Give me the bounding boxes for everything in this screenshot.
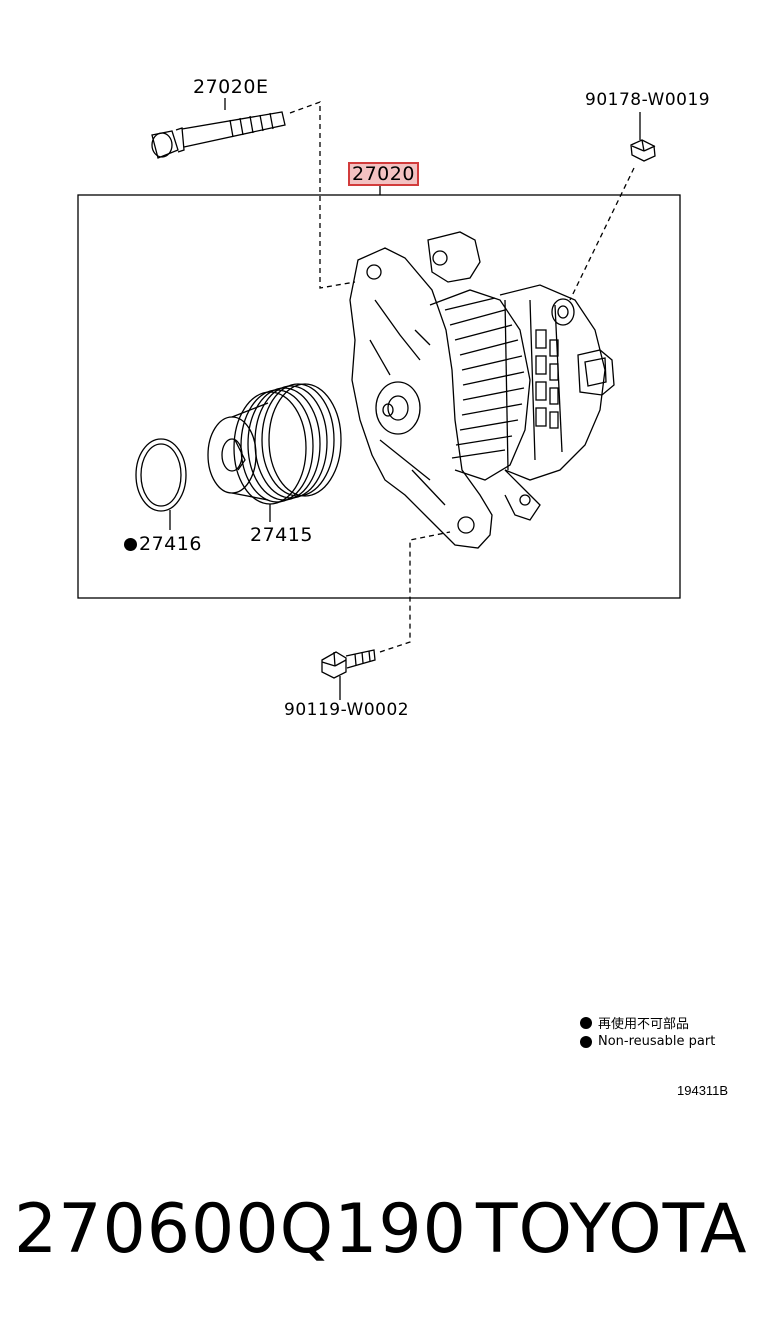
legend-line-japanese: 再使用不可部品	[580, 1013, 689, 1032]
bolt-27020e-path	[289, 101, 356, 289]
bolt-90119-path	[379, 531, 451, 653]
alternator-27020[interactable]	[349, 231, 615, 549]
brand-name: TOYOTA	[476, 1190, 748, 1269]
legend-text-en: Non-reusable part	[598, 1034, 716, 1049]
assembly-boundary	[77, 194, 681, 599]
nut-path	[569, 167, 635, 301]
label-90119-w0002[interactable]: 90119-W0002	[284, 700, 410, 720]
label-27020e[interactable]: 27020E	[193, 76, 269, 98]
bolt-27020e[interactable]	[151, 111, 286, 159]
label-27415[interactable]: 27415	[250, 524, 313, 546]
part-number: 270600Q190	[14, 1190, 467, 1269]
legend-line-english: Non-reusable part	[580, 1034, 715, 1049]
label-27020-highlighted[interactable]: 27020	[348, 162, 419, 186]
drawing-code: 194311B	[677, 1083, 729, 1098]
legend-text-ja: 再使用不可部品	[598, 1017, 690, 1032]
label-90178-w0019[interactable]: 90178-W0019	[585, 90, 711, 110]
pulley-27415[interactable]	[207, 383, 342, 505]
nut-90178-w0019[interactable]	[630, 139, 656, 162]
label-27416-group[interactable]: 27416	[124, 533, 202, 555]
ring-27416[interactable]	[135, 438, 187, 512]
bullet-icon	[580, 1016, 592, 1029]
bolt-90119-w0002[interactable]	[321, 649, 376, 679]
label-27416: 27416	[139, 533, 202, 555]
bullet-icon	[580, 1035, 592, 1048]
non-reusable-marker-icon	[124, 537, 137, 551]
